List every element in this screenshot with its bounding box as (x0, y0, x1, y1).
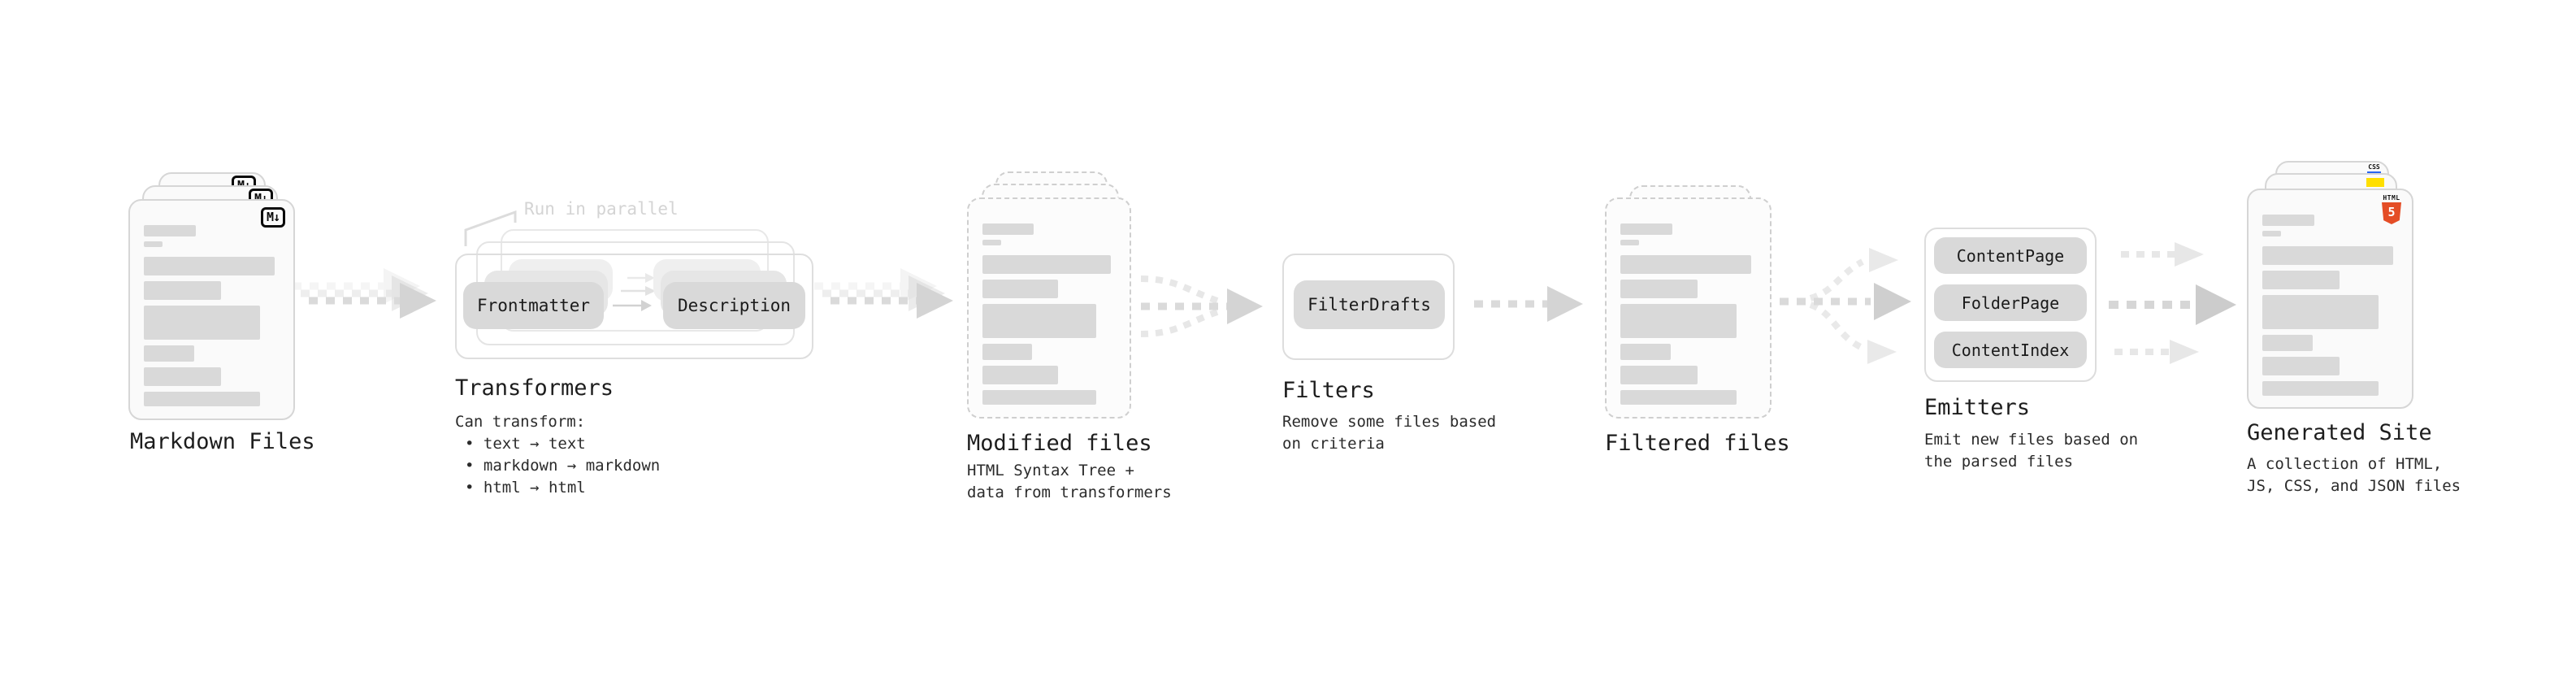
document-text-placeholder (144, 225, 277, 406)
sub-line: • html → html (465, 479, 586, 497)
flow-arrow-filtered-to-emitters-fanout (1780, 248, 1911, 364)
emitters-description: Emit new files based on the parsed files (1924, 429, 2138, 473)
stage-label-filtered-files: Filtered files (1605, 431, 1790, 456)
markdown-file-card: M↓ (128, 199, 295, 420)
stage-label-emitters: Emitters (1924, 395, 2031, 420)
sub-line: A collection of HTML, (2247, 455, 2443, 473)
run-in-parallel-annotation: Run in parallel (524, 199, 679, 219)
flow-arrow-transformers-to-modified (814, 268, 953, 319)
sub-line: the parsed files (1924, 453, 2074, 471)
filterdrafts-pill: FilterDrafts (1294, 280, 1445, 329)
sub-line: JS, CSS, and JSON files (2247, 477, 2461, 495)
filters-description: Remove some files based on criteria (1282, 411, 1496, 455)
transformers-description: Can transform: • text → text • markdown … (455, 411, 660, 499)
sub-line: HTML Syntax Tree + (967, 462, 1134, 479)
document-text-placeholder (1620, 223, 1754, 405)
sub-line: Emit new files based on (1924, 431, 2139, 449)
sub-line: • markdown → markdown (465, 457, 661, 475)
flow-arrow-emitters-to-generated (2109, 242, 2236, 364)
sub-line: Can transform: (455, 413, 586, 431)
stage-label-transformers: Transformers (455, 375, 614, 401)
generated-site-description: A collection of HTML, JS, CSS, and JSON … (2247, 453, 2461, 497)
stage-label-markdown-files: Markdown Files (130, 429, 315, 454)
run-in-parallel-leader-line (464, 210, 517, 246)
filtered-file-card (1605, 197, 1772, 419)
frontmatter-pill: Frontmatter (463, 282, 604, 329)
description-pill: Description (663, 282, 805, 329)
contentpage-pill: ContentPage (1934, 237, 2087, 274)
flow-arrow-modified-to-filters-merge (1140, 275, 1263, 337)
flow-arrow-filters-to-filtered (1474, 286, 1583, 322)
sub-line: on criteria (1282, 435, 1385, 453)
sub-line: data from transformers (967, 484, 1172, 501)
js-file-icon (2366, 178, 2384, 187)
markdown-icon: M↓ (260, 207, 285, 228)
document-text-placeholder (982, 223, 1113, 405)
contentindex-pill: ContentIndex (1934, 332, 2087, 368)
folderpage-pill: FolderPage (1934, 284, 2087, 321)
transformer-layer-front (455, 254, 813, 359)
modified-file-card (967, 197, 1131, 419)
transformer-pill-arrows (613, 273, 656, 311)
sub-line: Remove some files based (1282, 413, 1497, 431)
html5-icon: HTML 5 (2381, 194, 2402, 224)
stage-label-filters: Filters (1282, 378, 1375, 403)
document-text-placeholder (2262, 215, 2396, 396)
modified-files-description: HTML Syntax Tree + data from transformer… (967, 460, 1172, 504)
flow-arrow-markdown-to-transformers (293, 268, 436, 319)
css-file-icon: CSS (2367, 164, 2381, 174)
stage-label-generated-site: Generated Site (2247, 420, 2432, 445)
generated-html-file-card: HTML 5 (2247, 189, 2413, 409)
stage-label-modified-files: Modified files (967, 431, 1152, 456)
sub-line: • text → text (465, 435, 586, 453)
